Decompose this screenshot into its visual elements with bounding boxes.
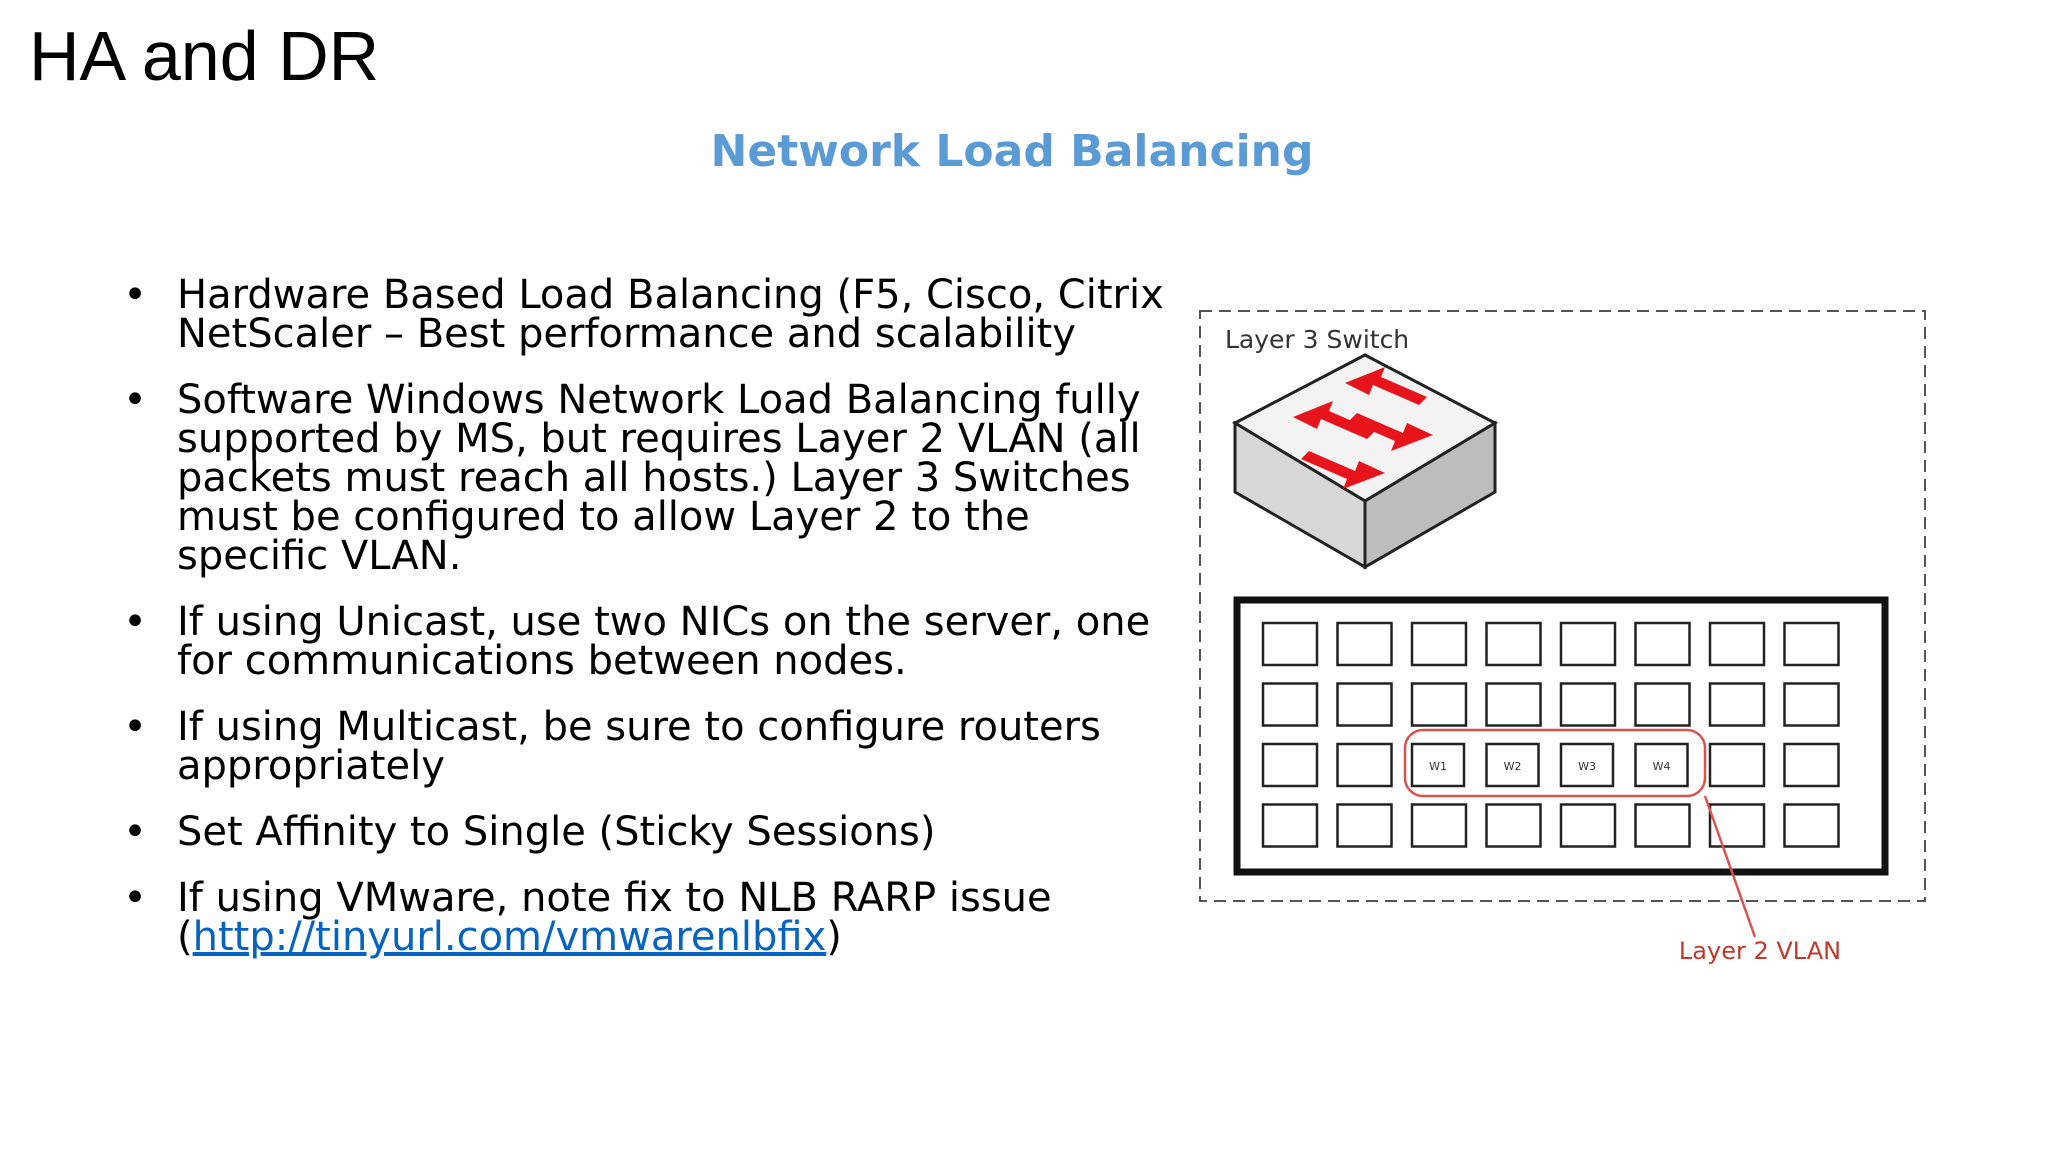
switch-port: [1634, 621, 1691, 667]
vlan-port: [1485, 742, 1540, 788]
vlan-port: [1634, 742, 1689, 788]
switch-port: [1485, 621, 1542, 667]
vlan-pointer-line: [1703, 795, 1757, 938]
slide-title: HA and DR: [29, 17, 380, 95]
switch-port: [1708, 682, 1766, 727]
switch-port: [1410, 803, 1468, 848]
bullet-dot-icon: •: [123, 875, 147, 921]
bullet-item: • If using Multicast, be sure to configur…: [120, 704, 1180, 786]
switch-port: [1708, 803, 1766, 848]
vlan-port: [1559, 742, 1615, 788]
port-grid: W1 W2 W3 W4: [1261, 621, 1840, 848]
switch-label: Layer 3 Switch: [1225, 325, 1409, 354]
switch-port: [1336, 803, 1393, 848]
switch-port: [1336, 621, 1393, 667]
bullet-item: • If using VMware, note fix to NLB RARP i…: [120, 875, 1180, 960]
bullet-dot-icon: •: [123, 704, 147, 750]
bullet-text: If using Multicast, be sure to configure…: [177, 704, 1101, 789]
bullet-text: If using Unicast, use two NICs on the se…: [177, 599, 1151, 684]
vlan-port: [1410, 742, 1466, 788]
switch-port: [1634, 682, 1691, 727]
switch-port: [1410, 682, 1468, 727]
slide-subtitle: Network Load Balancing: [710, 126, 1314, 177]
switch-port: [1410, 621, 1468, 667]
switch-port: [1336, 682, 1393, 727]
vlan-label: Layer 2 VLAN: [1679, 937, 1841, 965]
network-diagram: Layer 3 Switch W1 W2 W3 W4 Layer 2 VLAN: [1195, 305, 1935, 975]
switch-arrows-icon: [1293, 367, 1433, 489]
switch-port: [1559, 682, 1617, 727]
bullet-item: • If using Unicast, use two NICs on the s…: [120, 599, 1180, 681]
vlan-port-label: W3: [1578, 760, 1596, 773]
bullet-dot-icon: •: [123, 272, 147, 318]
bullet-item: • Software Windows Network Load Balancing…: [120, 377, 1180, 576]
switch-port: [1783, 742, 1840, 788]
switch-port: [1261, 682, 1319, 727]
bullet-item: • Hardware Based Load Balancing (F5, Cisc…: [120, 272, 1180, 354]
bullet-dot-icon: •: [123, 809, 147, 855]
switch-icon: [1231, 353, 1499, 570]
bullet-text-suffix: ): [826, 914, 842, 960]
switch-port: [1261, 621, 1319, 667]
switch-port: [1783, 803, 1840, 848]
bullet-item: • Set Affinity to Single (Sticky Sessions…: [120, 809, 1180, 855]
vlan-port-label: W4: [1653, 760, 1671, 773]
switch-port: [1783, 682, 1840, 727]
bullet-text-prefix: If using VMware, note fix to NLB RARP is…: [177, 875, 1052, 960]
switch-port: [1261, 803, 1319, 848]
switch-port: [1634, 803, 1691, 848]
switch-port: [1261, 742, 1319, 788]
vlan-group-outline: [1403, 728, 1707, 798]
bullet-list: • Hardware Based Load Balancing (F5, Cisc…: [120, 272, 1180, 984]
bullet-text: Set Affinity to Single (Sticky Sessions): [177, 809, 936, 855]
bullet-text: Software Windows Network Load Balancing …: [177, 377, 1141, 579]
switch-port: [1336, 742, 1393, 788]
switch-port: [1559, 621, 1617, 667]
layer3-frame: [1199, 310, 1926, 902]
network-diagram-svg: Layer 3 Switch W1 W2 W3 W4 Layer 2 VLAN: [1199, 310, 1926, 965]
bullet-dot-icon: •: [123, 377, 147, 423]
switch-port: [1485, 682, 1542, 727]
vmware-nlb-fix-link[interactable]: http://tinyurl.com/vmwarenlbfix: [192, 914, 827, 960]
switch-port: [1783, 621, 1840, 667]
switch-port: [1485, 803, 1542, 848]
bullet-dot-icon: •: [123, 599, 147, 645]
vlan-port-label: W2: [1504, 760, 1522, 773]
bullet-text: Hardware Based Load Balancing (F5, Cisco…: [177, 272, 1164, 357]
switch-port: [1708, 742, 1766, 788]
switch-port: [1559, 803, 1617, 848]
vlan-port-label: W1: [1429, 760, 1447, 773]
switch-port: [1708, 621, 1766, 667]
